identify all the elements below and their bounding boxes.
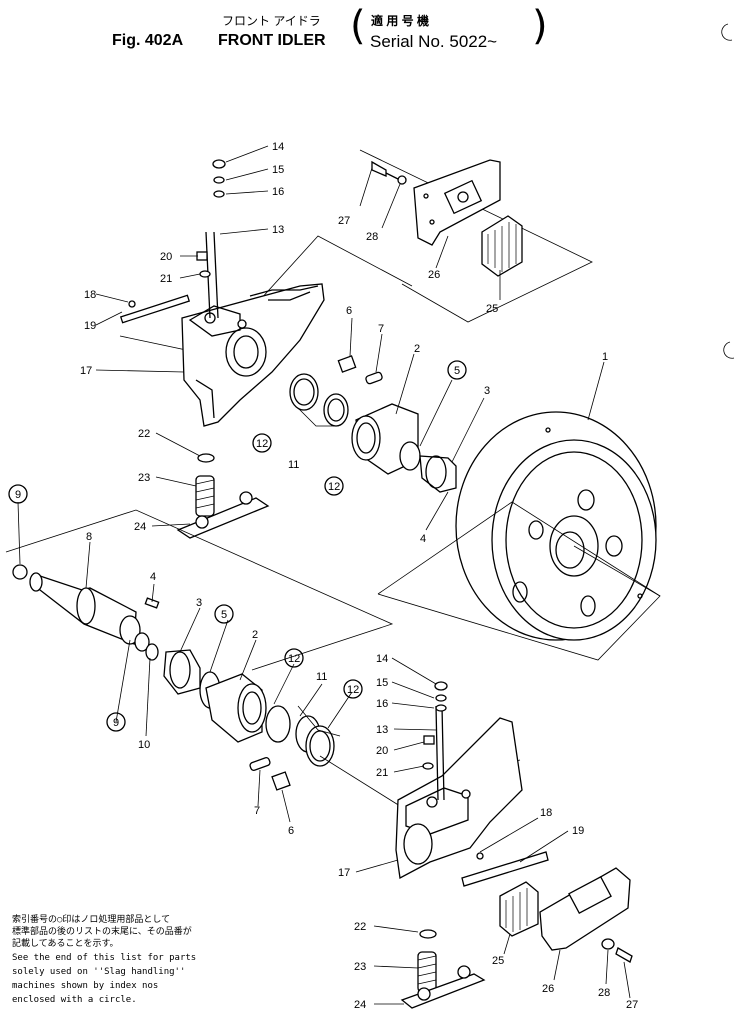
- callout-15-lower: 15: [376, 677, 388, 689]
- callout-22-upper: 22: [138, 428, 150, 440]
- lower-guide-assembly: [499, 867, 633, 963]
- callout-3-upper: 3: [484, 385, 490, 397]
- callout-2-upper: 2: [414, 343, 420, 355]
- callout-27-lower: 27: [626, 999, 638, 1011]
- callout-23-upper: 23: [138, 472, 150, 484]
- footnote-en-line-2: solely used on ''Slag handling'': [12, 967, 186, 977]
- footnote-jp-line-1: 索引番号の○印はノロ処理用部品として: [12, 915, 171, 925]
- callout-12-lower-left: 12: [288, 653, 300, 665]
- callout-16-lower: 16: [376, 698, 388, 710]
- footnote-jp-line-3: 記載してあることを示す。: [12, 939, 119, 949]
- serial-range: Serial No. 5022~: [370, 32, 498, 51]
- callout-16-upper: 16: [272, 186, 284, 198]
- callout-12-upper-left: 12: [256, 438, 268, 450]
- lower-seal-stack: [163, 649, 341, 791]
- callout-9-upper: 9: [15, 489, 21, 501]
- callout-28-lower: 28: [598, 987, 610, 999]
- callout-20-upper: 20: [160, 251, 172, 263]
- callout-27-upper: 27: [338, 215, 350, 227]
- idler-wheel: [377, 411, 661, 661]
- callout-19-lower: 19: [572, 825, 584, 837]
- callout-20-lower: 20: [376, 745, 388, 757]
- upper-seal-stack: [289, 355, 457, 493]
- upper-guide-assembly: [359, 149, 593, 323]
- idler-shaft: [5, 509, 394, 671]
- callout-7-lower: 7: [254, 805, 260, 817]
- callout-2-lower: 2: [252, 629, 258, 641]
- callout-21-lower: 21: [376, 767, 388, 779]
- callout-23-lower: 23: [354, 961, 366, 973]
- scan-mark-middle: [723, 341, 735, 359]
- callout-7-upper: 7: [378, 323, 384, 335]
- figure-number: Fig. 402A: [112, 32, 184, 49]
- callout-18-lower: 18: [540, 807, 552, 819]
- left-parenthesis: (: [350, 3, 366, 49]
- callout-12-lower-right: 12: [347, 684, 359, 696]
- lower-idler-bracket: [319, 681, 549, 887]
- callout-8: 8: [86, 531, 92, 543]
- callout-24-upper: 24: [134, 521, 146, 533]
- callout-3-lower: 3: [196, 597, 202, 609]
- footnote-jp-line-2: 標準部品の後のリストの末尾に、その品番が: [12, 927, 192, 937]
- callout-1: 1: [602, 351, 608, 363]
- callout-17-upper: 17: [80, 365, 92, 377]
- callout-9-lower: 9: [113, 717, 119, 729]
- scan-mark-top: [721, 23, 733, 41]
- footnote-en-line-3: machines shown by index nos: [12, 981, 159, 991]
- callout-11-upper: 11: [288, 459, 299, 471]
- callout-circles: [8, 360, 467, 732]
- callout-5-upper: 5: [454, 365, 460, 377]
- figure-title: FRONT IDLER: [218, 32, 326, 49]
- callout-17-lower: 17: [338, 867, 350, 879]
- callout-4-lower: 4: [150, 571, 156, 583]
- leader-lines: [17, 145, 631, 1005]
- callout-14-upper: 14: [272, 141, 284, 153]
- title-japanese: フロント アイドラ: [222, 14, 321, 28]
- callout-26-lower: 26: [542, 983, 554, 995]
- callout-5-lower: 5: [221, 609, 227, 621]
- callout-28-upper: 28: [366, 231, 378, 243]
- callout-10: 10: [138, 739, 150, 751]
- applicability-japanese: 適 用 号 機: [371, 14, 430, 28]
- callout-14-lower: 14: [376, 653, 388, 665]
- callout-13-lower: 13: [376, 724, 388, 736]
- callout-15-upper: 15: [272, 164, 284, 176]
- callout-6-lower: 6: [288, 825, 294, 837]
- callout-labels: 14 15 16 13 20 21 18 19 17 22 23 24 27 2…: [15, 141, 638, 1011]
- callout-25-upper: 25: [486, 303, 498, 315]
- callout-18-upper: 18: [84, 289, 96, 301]
- callout-22-lower: 22: [354, 921, 366, 933]
- callout-26-upper: 26: [428, 269, 440, 281]
- callout-6-upper: 6: [346, 305, 352, 317]
- footnote-en-line-4: enclosed with a circle.: [12, 995, 137, 1005]
- callout-12-upper-right: 12: [328, 481, 340, 493]
- right-parenthesis: ): [532, 3, 548, 49]
- callout-4-upper: 4: [420, 533, 426, 545]
- upper-spring-pad: [176, 453, 270, 539]
- callout-19-upper: 19: [84, 320, 96, 332]
- upper-idler-bracket: [119, 159, 413, 427]
- callout-11-lower: 11: [316, 671, 327, 683]
- callout-25-lower: 25: [492, 955, 504, 967]
- callout-13-upper: 13: [272, 224, 284, 236]
- callout-21-upper: 21: [160, 273, 172, 285]
- footnote-en-line-1: See the end of this list for parts: [12, 953, 197, 963]
- lower-spring-pad: [400, 929, 486, 1009]
- callout-24-lower: 24: [354, 999, 366, 1011]
